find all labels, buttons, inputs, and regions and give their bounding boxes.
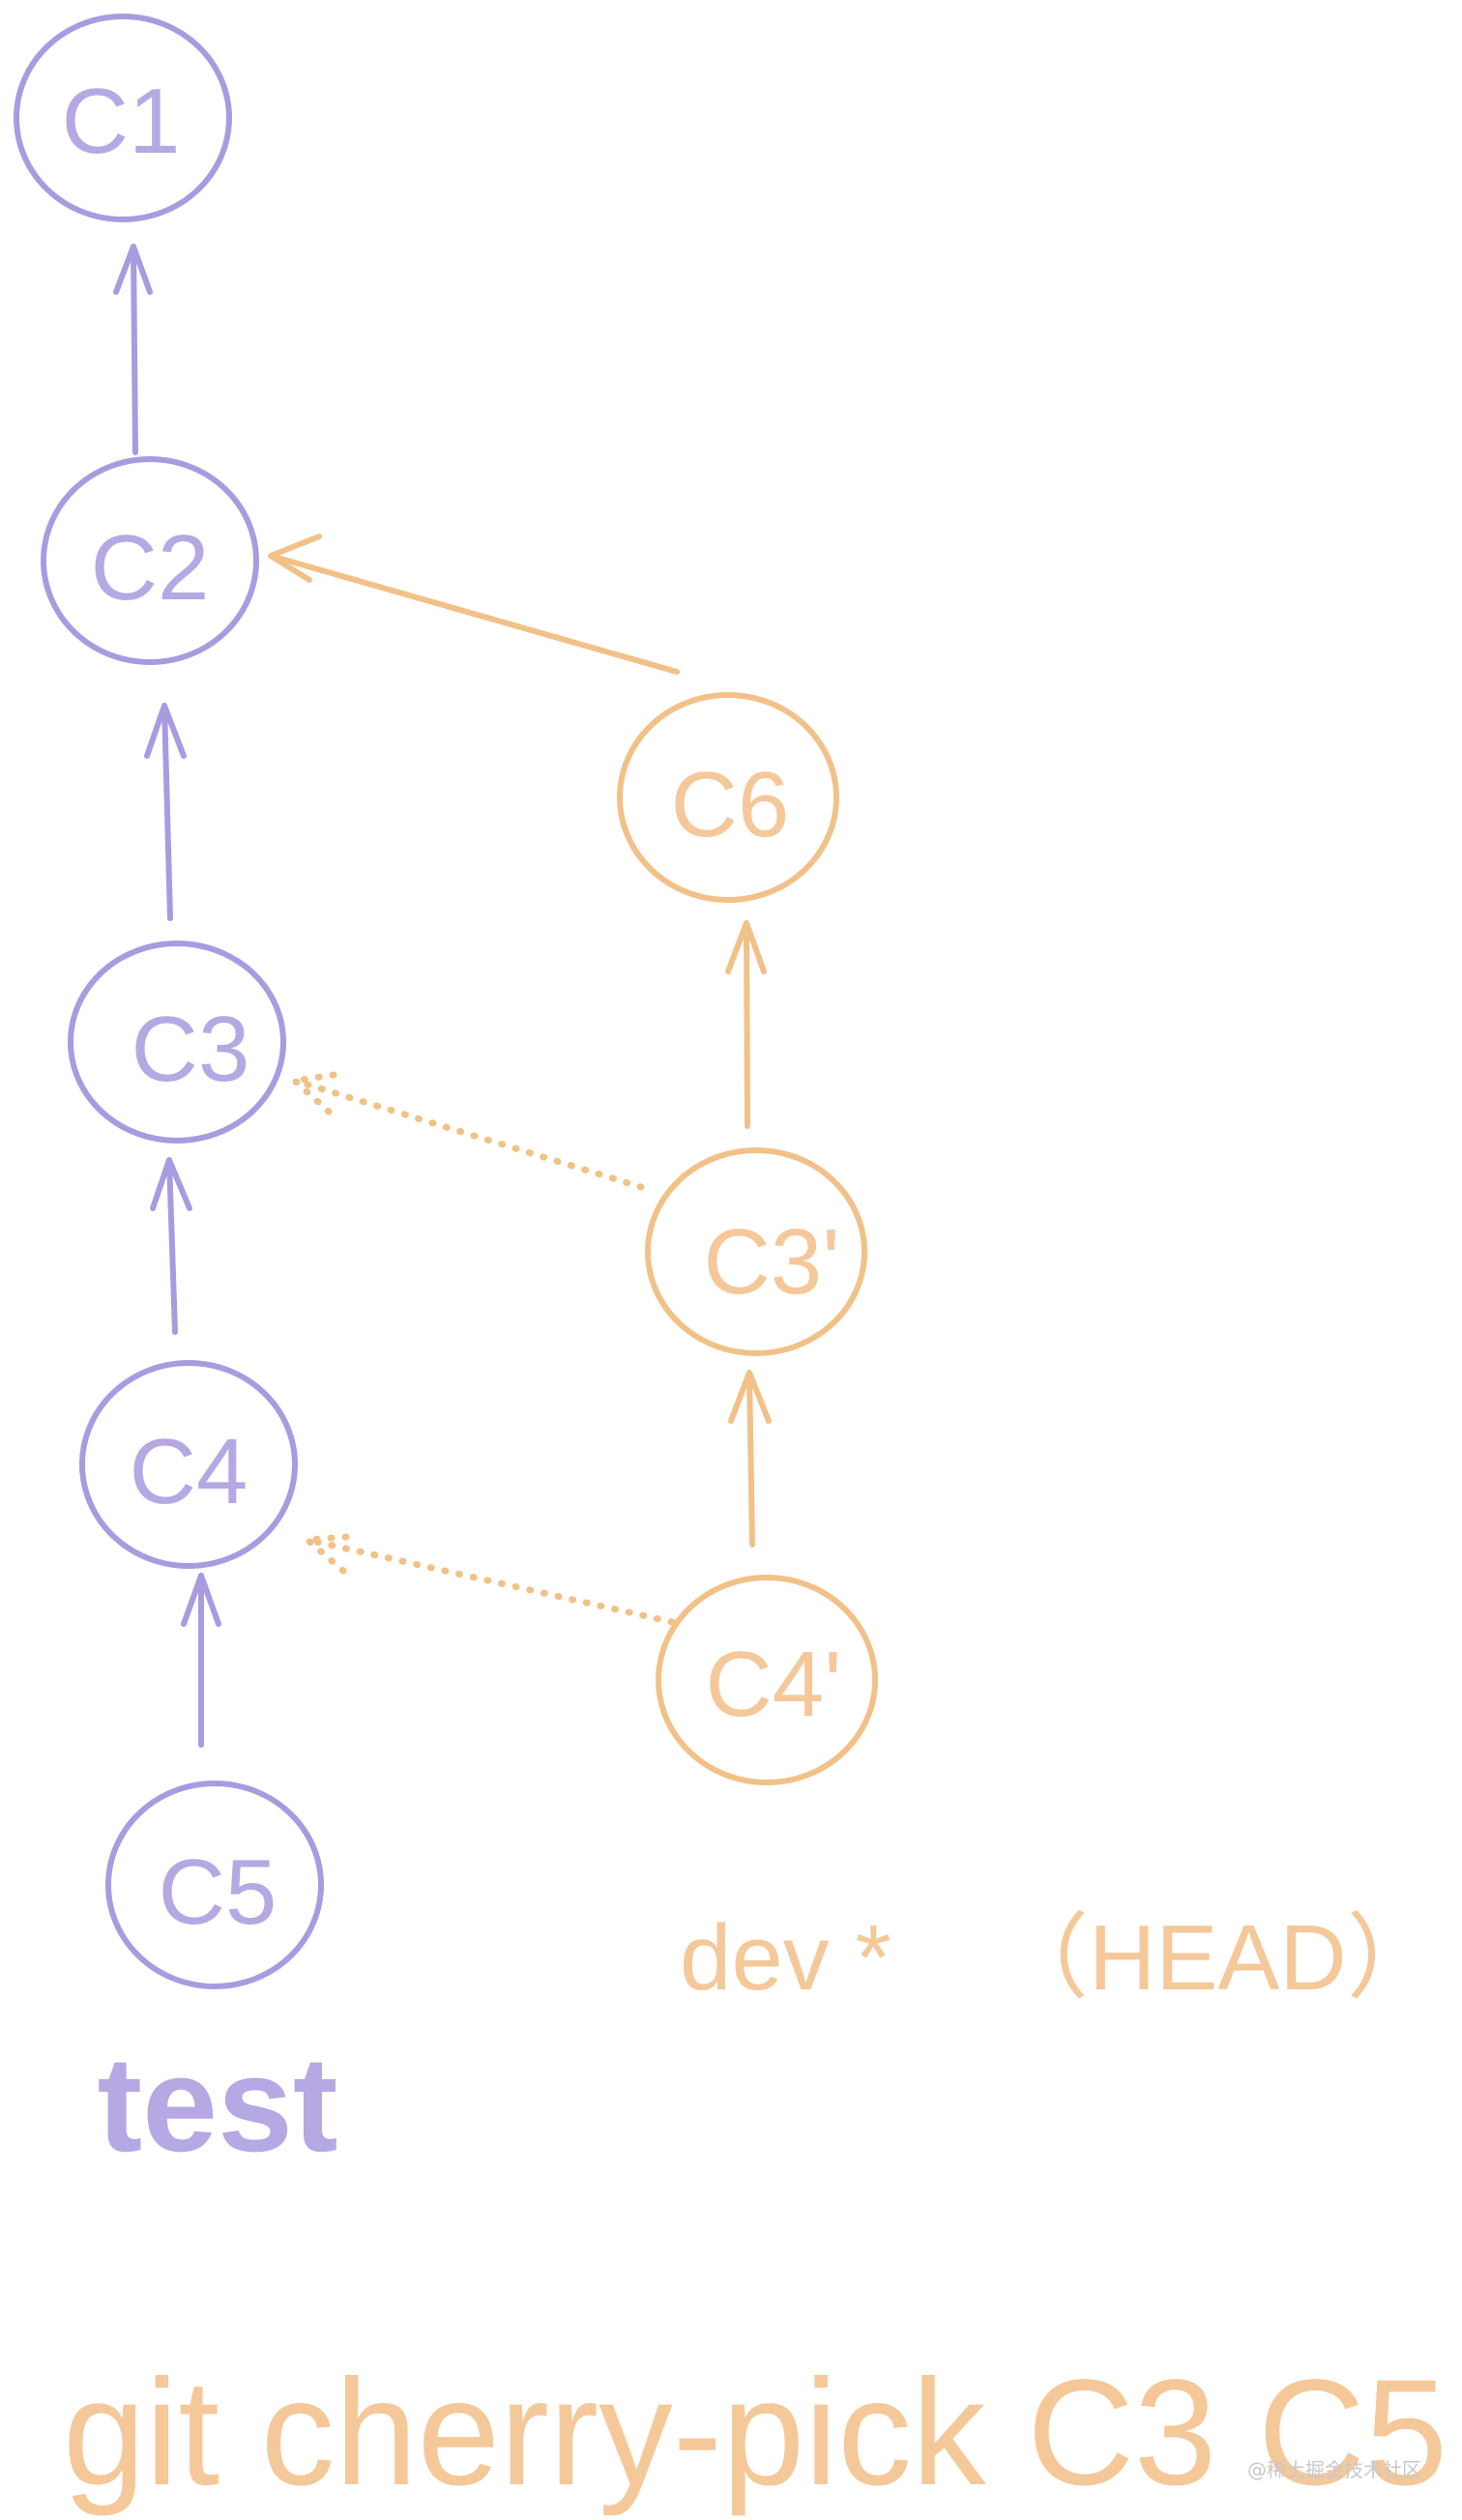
dotted-c3prime-to-c3	[291, 1071, 645, 1191]
arrow-c3-to-c2	[144, 703, 187, 921]
commit-c2-circle	[41, 456, 259, 665]
dev-branch-chain	[268, 534, 878, 1785]
commit-c5-label: C5	[159, 1840, 278, 1944]
commit-c4-prime-circle	[656, 1575, 878, 1785]
git-command-text: git cherry-pick C3 C5	[63, 2349, 1447, 2517]
commit-c3-circle	[68, 941, 286, 1144]
commit-c6-label: C6	[671, 753, 790, 856]
commit-c6-circle	[617, 692, 839, 903]
commit-c2-label: C2	[91, 516, 210, 620]
arrow-c6-to-c2	[268, 534, 680, 675]
commit-c3-prime-circle	[645, 1147, 867, 1356]
test-branch-chain	[14, 14, 324, 1989]
branch-dev-label: dev *	[680, 1906, 892, 2010]
arrow-c3prime-to-c6	[725, 920, 767, 1129]
commit-c4-circle	[79, 1360, 298, 1569]
commit-c1-circle	[14, 14, 232, 222]
commit-c3-prime-label: C3'	[703, 1210, 839, 1314]
arrow-c2-to-c1	[113, 244, 153, 455]
arrow-c5-to-c4	[181, 1573, 221, 1748]
arrow-c4prime-to-c3prime	[728, 1370, 772, 1548]
branch-test-label: test	[98, 2028, 338, 2180]
watermark-text: @稀土掘金技术社区	[1247, 2458, 1421, 2481]
branch-head-label: （HEAD）	[996, 1906, 1440, 2010]
commit-c5-circle	[105, 1781, 324, 1989]
commit-c1-label: C1	[62, 70, 181, 173]
arrow-c4-to-c3	[150, 1157, 192, 1335]
dotted-c4prime-to-c4	[304, 1533, 676, 1626]
commit-c4-prime-label: C4'	[705, 1633, 841, 1736]
commit-c4-label: C4	[130, 1420, 249, 1523]
commit-c3-label: C3	[132, 998, 250, 1101]
cherry-pick-origin-lines	[291, 1071, 676, 1626]
